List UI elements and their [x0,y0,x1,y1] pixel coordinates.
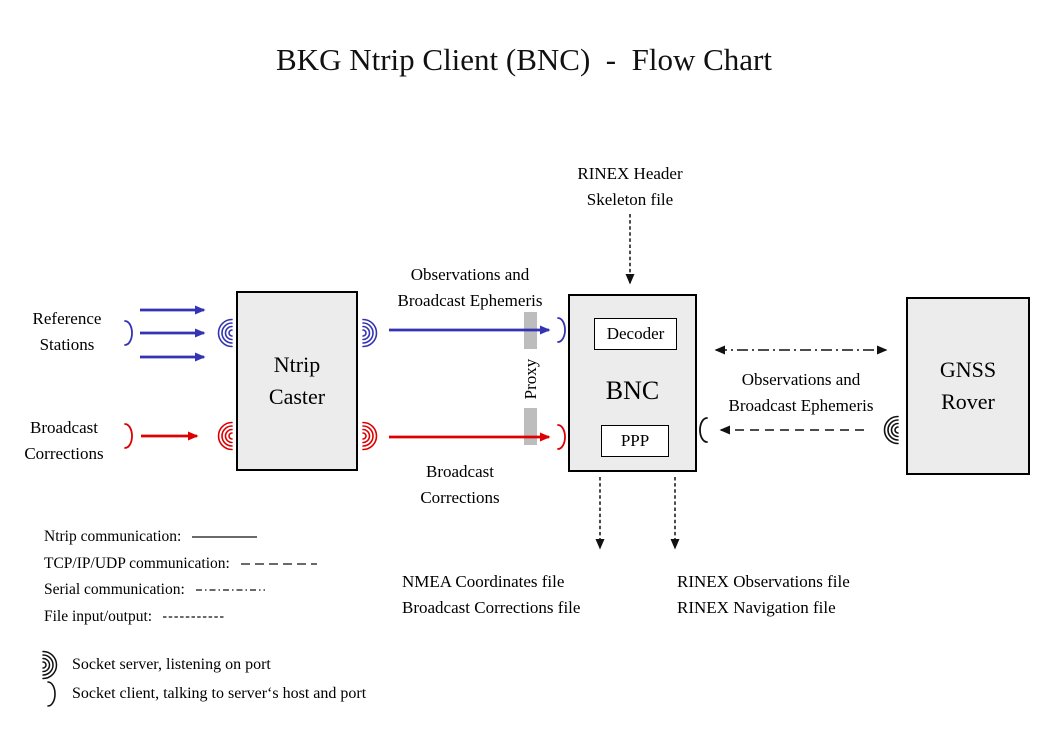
reference-stations-label: Reference Stations [32,309,102,354]
socket-server-icon [362,318,378,348]
legend-row-ntrip: Ntrip communication: [44,524,318,551]
socket-client-legend-text: Socket client, talking to server‘s host … [72,684,367,702]
line-legend: Ntrip communication: TCP/IP/UDP communic… [44,524,318,630]
legend-ntrip-label: Ntrip communication: [44,528,182,546]
socket-server-legend-text: Socket server, listening on port [72,655,271,673]
gnss-rover-box: GNSS Rover [906,297,1030,475]
ppp-box: PPP [601,425,669,457]
proxy-label: Proxy [521,358,540,400]
dash-dot-line-sample [195,589,265,591]
legend-serial-label: Serial communication: [44,581,185,599]
observations-ephemeris-mid-label: Observations and Broadcast Ephemeris [397,265,543,310]
proxy-bar-bottom [524,408,537,445]
nmea-output-files-label: NMEA Coordinates file Broadcast Correcti… [402,572,581,617]
socket-client-icon [557,317,566,343]
socket-server-legend-row: Socket server, listening on port [36,650,366,679]
broadcast-corrections-left-label: Broadcast Corrections [24,418,104,463]
socket-client-legend-row: Socket client, talking to server‘s host … [36,679,366,708]
socket-client-icon [557,424,566,450]
ppp-label: PPP [620,430,650,450]
legend-tcp-label: TCP/IP/UDP communication: [44,554,230,572]
socket-server-icon [883,415,899,445]
decoder-box: Decoder [594,318,677,350]
socket-server-icon [362,421,378,451]
socket-client-icon [36,678,64,710]
legend-row-serial: Serial communication: [44,577,318,604]
legend-file-label: File input/output: [44,607,153,625]
gnss-rover-label: GNSS Rover [939,357,997,414]
socket-legend: Socket server, listening on port Socket … [36,650,366,708]
rinex-output-files-label: RINEX Observations file RINEX Navigation… [677,572,850,617]
bnc-label: BNC [605,376,660,405]
solid-line-sample [192,536,258,538]
dashed-line-sample [240,563,317,565]
socket-client-icon [699,417,708,443]
reference-station-arrows [140,305,206,362]
proxy-bar-top [524,312,537,349]
socket-server-icon [217,318,233,348]
broadcast-corrections-mid-label: Broadcast Corrections [420,462,500,507]
socket-server-icon [217,421,233,451]
legend-row-tcp: TCP/IP/UDP communication: [44,551,318,578]
legend-row-file: File input/output: [44,604,318,631]
observations-ephemeris-right-label: Observations and Broadcast Ephemeris [728,370,874,415]
decoder-label: Decoder [606,323,665,343]
ntrip-caster-box: Ntrip Caster [236,291,358,471]
fine-dash-line-sample [163,616,225,618]
bnc-box: Decoder BNC PPP [568,294,697,472]
ntrip-caster-label: Ntrip Caster [268,352,326,409]
page-title: BKG Ntrip Client (BNC) - Flow Chart [276,42,772,77]
socket-server-icon [36,649,64,681]
rinex-header-skeleton-label: RINEX Header Skeleton file [577,164,683,209]
